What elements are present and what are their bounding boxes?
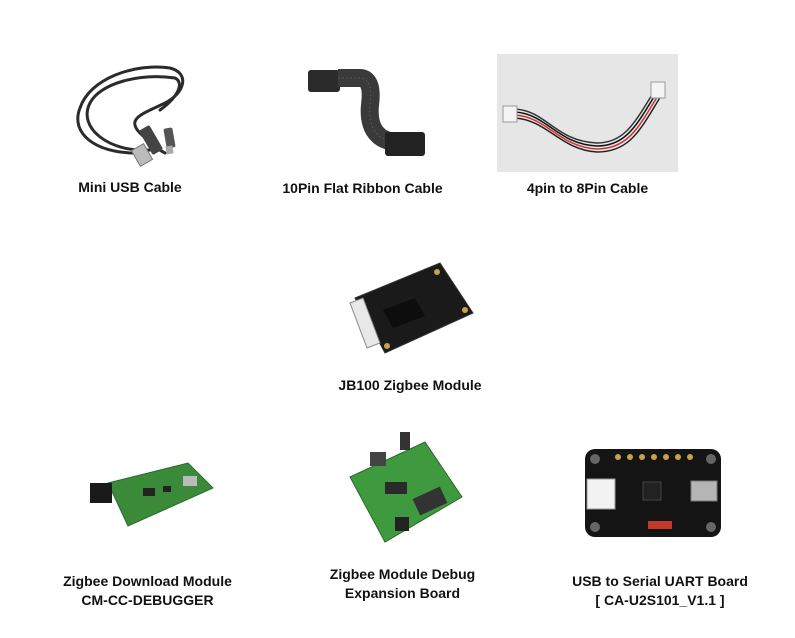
caption-line: 10Pin Flat Ribbon Cable bbox=[282, 180, 443, 196]
uart-board-caption: USB to Serial UART Board [ CA-U2S101_V1.… bbox=[555, 572, 765, 610]
usb-cable-icon bbox=[76, 65, 184, 167]
caption-line: CM-CC-DEBUGGER bbox=[81, 592, 214, 608]
caption-line: Expansion Board bbox=[344, 585, 461, 601]
zigbee-module-image bbox=[345, 258, 480, 358]
caption-line: Zigbee Download Module bbox=[63, 573, 232, 589]
ribbon-cable-image bbox=[300, 60, 430, 165]
caption-line: Mini USB Cable bbox=[78, 179, 182, 195]
ribbon-cable-icon bbox=[308, 69, 425, 156]
expansion-board-icon bbox=[349, 432, 463, 543]
wire-cable-icon bbox=[497, 54, 678, 172]
expansion-board-image bbox=[340, 432, 470, 557]
caption-line: USB to Serial UART Board bbox=[572, 573, 748, 589]
pin-cable-image bbox=[497, 54, 678, 172]
uart-board-image bbox=[583, 447, 723, 539]
expansion-board-caption: Zigbee Module Debug Expansion Board bbox=[305, 565, 500, 603]
ribbon-cable-caption: 10Pin Flat Ribbon Cable bbox=[265, 179, 460, 198]
caption-line: Zigbee Module Debug bbox=[329, 566, 476, 582]
mini-usb-cable-caption: Mini USB Cable bbox=[55, 178, 205, 197]
caption-line: JB100 Zigbee Module bbox=[338, 377, 482, 393]
uart-board-icon bbox=[585, 449, 721, 537]
caption-line: [ CA-U2S101_V1.1 ] bbox=[595, 592, 725, 608]
pin-cable-caption: 4pin to 8Pin Cable bbox=[500, 179, 675, 198]
download-module-image bbox=[88, 458, 218, 533]
download-module-caption: Zigbee Download Module CM-CC-DEBUGGER bbox=[40, 572, 255, 610]
zigbee-module-caption: JB100 Zigbee Module bbox=[315, 376, 505, 395]
zigbee-module-icon bbox=[349, 262, 474, 354]
mini-usb-cable-image bbox=[65, 58, 195, 173]
debugger-board-icon bbox=[90, 462, 214, 527]
caption-line: 4pin to 8Pin Cable bbox=[526, 180, 649, 196]
